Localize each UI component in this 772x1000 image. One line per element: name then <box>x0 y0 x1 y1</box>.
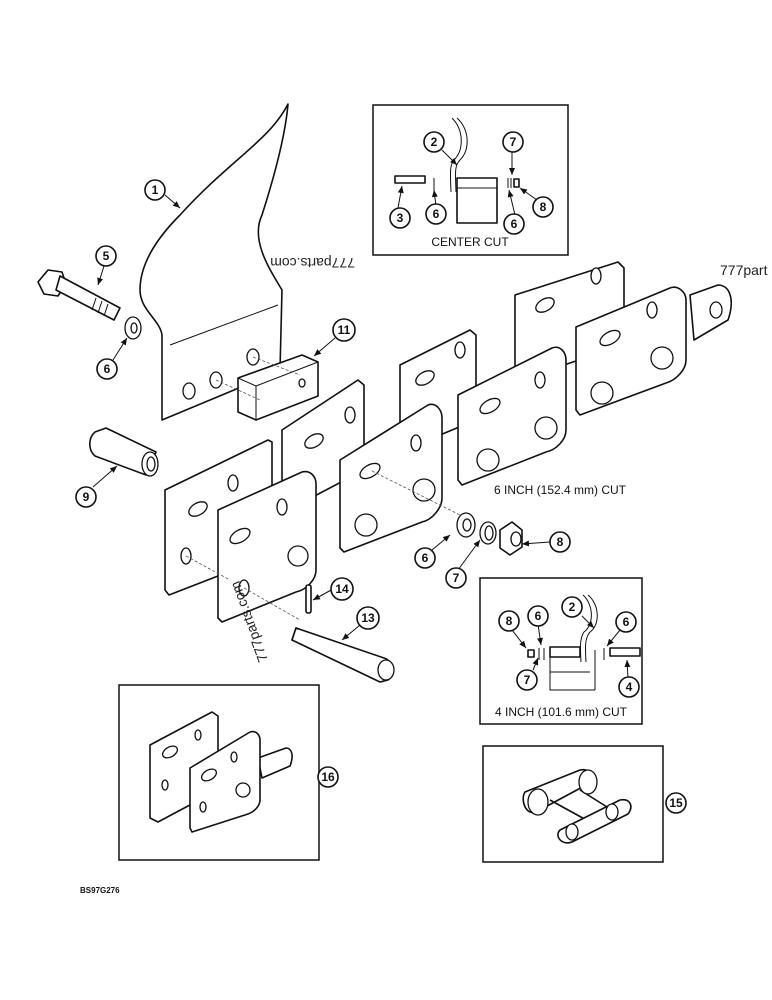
watermark: 777parts.com <box>270 255 355 271</box>
callout-6: 6 <box>414 547 436 569</box>
callout-11: 11 <box>332 318 356 342</box>
callout-label: 1 <box>152 183 159 197</box>
callout-label: 15 <box>669 796 683 810</box>
callout-8: 8 <box>549 531 571 553</box>
cotter-pin-part-14 <box>305 584 312 614</box>
callout-label: 7 <box>524 673 531 687</box>
callout-label: 11 <box>338 323 351 337</box>
callout-6: 6 <box>615 611 637 633</box>
callout-6: 6 <box>503 213 525 235</box>
callout-label: 6 <box>535 609 542 623</box>
figure-code: BS97G276 <box>80 886 120 895</box>
callout-1: 1 <box>144 179 166 201</box>
callout-label: 7 <box>453 571 460 585</box>
callout-label: 5 <box>103 249 110 263</box>
callout-label: 14 <box>335 582 349 596</box>
callout-8: 8 <box>532 196 554 218</box>
watermark: 777part <box>720 262 768 278</box>
callout-6: 6 <box>96 358 118 380</box>
callout-label: 6 <box>104 362 111 376</box>
callout-leaders <box>92 149 631 679</box>
inset-four-inch-cut: 4 INCH (101.6 mm) CUT <box>479 577 643 725</box>
callout-label: 4 <box>626 680 633 694</box>
callout-label: 2 <box>569 600 576 614</box>
callout-7: 7 <box>502 131 524 153</box>
cutter-blade-part-1 <box>139 103 289 421</box>
callout-label: 6 <box>433 207 440 221</box>
center-cut-caption: CENTER CUT <box>431 235 509 249</box>
callout-label: 7 <box>510 135 517 149</box>
callout-8: 8 <box>498 610 520 632</box>
callout-label: 8 <box>557 535 564 549</box>
inset-link-assembly-16 <box>118 684 320 861</box>
spacer-block-part-11 <box>237 354 319 421</box>
inset-link-assembly-15 <box>482 745 664 863</box>
callout-5: 5 <box>95 245 117 267</box>
callout-label: 9 <box>83 490 90 504</box>
callout-13: 13 <box>356 606 380 630</box>
inset-center-cut: CENTER CUT <box>372 104 569 256</box>
callout-label: 6 <box>511 217 518 231</box>
callout-6: 6 <box>527 605 549 627</box>
washer-hole <box>130 322 138 334</box>
alignment-line <box>185 470 471 621</box>
callout-label: 13 <box>361 611 375 625</box>
callout-4: 4 <box>618 676 640 698</box>
callout-7: 7 <box>445 567 467 589</box>
callout-label: 3 <box>397 211 404 225</box>
pin-part-13 <box>291 627 395 683</box>
callout-3: 3 <box>389 207 411 229</box>
hardware-set <box>456 512 523 556</box>
alignment-line <box>215 356 301 401</box>
callout-label: 8 <box>540 200 547 214</box>
chain-front-plates <box>217 286 687 623</box>
callout-7: 7 <box>516 669 538 691</box>
callout-label: 6 <box>422 551 429 565</box>
callout-label: 8 <box>506 614 513 628</box>
bolt-part-5 <box>37 269 121 321</box>
bushing-part-9 <box>88 427 159 477</box>
four-inch-cut-caption: 4 INCH (101.6 mm) CUT <box>495 705 628 719</box>
callout-label: 2 <box>431 135 438 149</box>
callout-9: 9 <box>75 486 97 508</box>
callout-16: 16 <box>317 766 339 788</box>
callout-label: 6 <box>623 615 630 629</box>
callout-6: 6 <box>425 203 447 225</box>
callout-2: 2 <box>423 131 445 153</box>
callout-14: 14 <box>330 577 354 601</box>
callout-label: 16 <box>321 770 335 784</box>
six-inch-cut-caption: 6 INCH (152.4 mm) CUT <box>494 483 627 497</box>
callout-15: 15 <box>665 792 687 814</box>
callout-2: 2 <box>561 596 583 618</box>
